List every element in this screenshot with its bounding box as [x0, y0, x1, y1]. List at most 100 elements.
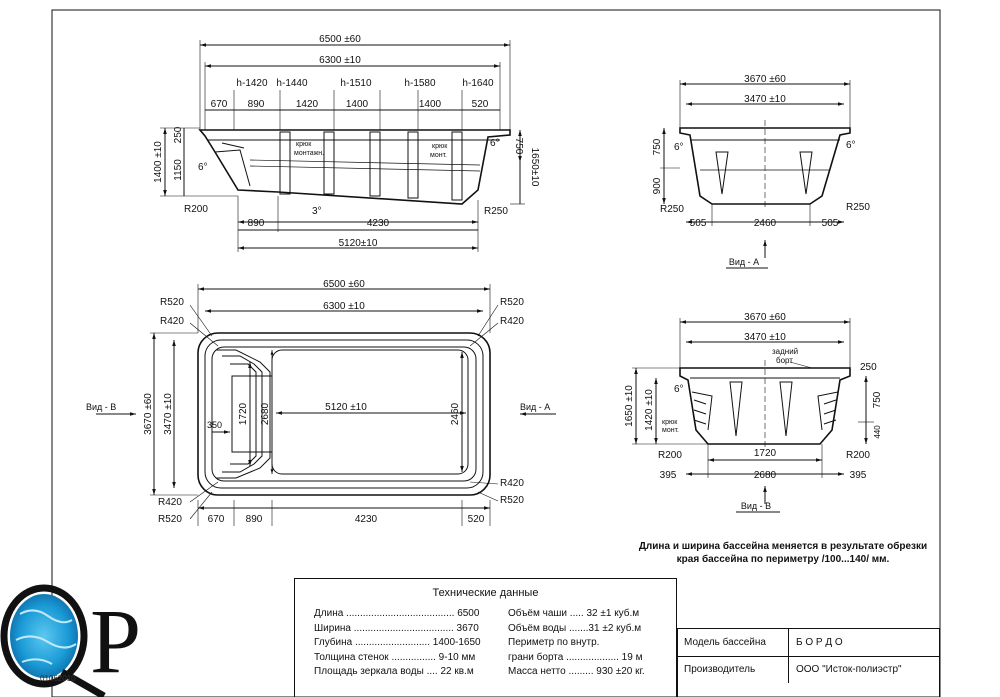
qp-logo-p: P	[90, 590, 141, 692]
plan-dim-350: 350	[207, 420, 222, 430]
view-b-hook-label-2: монт.	[662, 427, 679, 434]
plan-view	[96, 284, 556, 526]
view-b-angle: 6°	[674, 384, 684, 395]
view-a-height-lower: 900	[652, 177, 663, 194]
maker-row: Производитель ООО "Исток-полиэстр"	[678, 656, 939, 683]
side-angle-left: 6°	[198, 162, 208, 173]
plan-bottom-length: 5120 ±10	[325, 402, 367, 413]
side-radius-left: R200	[184, 204, 208, 215]
view-b-hook-label: крюк	[662, 419, 678, 426]
view-a-bottom-1: 505	[690, 218, 707, 229]
view-b-bottom-inner: 1720	[754, 448, 777, 459]
plan-width-outer: 3670 ±60	[143, 393, 154, 435]
plan-radius-bl-inner: R420	[158, 497, 182, 508]
specs-box: Технические данные Длина ...............…	[294, 578, 677, 697]
side-angle-right: 6°	[490, 138, 500, 149]
maker-label: Производитель	[684, 664, 756, 675]
view-b-caption: Вид - В	[741, 501, 771, 511]
side-depth-mark-5: h-1640	[462, 78, 494, 89]
view-a-overall: 3670 ±60	[744, 74, 786, 85]
side-depth-mark-2: h-1440	[276, 78, 308, 89]
side-hook-label-right-2: монт.	[430, 152, 447, 159]
side-right-total: 1650±10	[529, 148, 540, 187]
drawing-frame	[51, 9, 941, 697]
side-segment-2: 890	[248, 99, 265, 110]
plan-dim-2680: 2680	[260, 402, 271, 425]
view-b-radius-left: R200	[658, 450, 682, 461]
trim-note: Длина и ширина бассейна меняется в резул…	[638, 541, 928, 565]
plan-radius-br-inner: R420	[500, 478, 524, 489]
view-b-height-total: 1650 ±10	[624, 385, 635, 427]
plan-width-inner: 3470 ±10	[163, 393, 174, 435]
view-a-inner: 3470 ±10	[744, 94, 786, 105]
side-bottom-d3: 5120±10	[339, 238, 378, 249]
logo-code: 01062010	[40, 674, 76, 683]
view-b-overall: 3670 ±60	[744, 312, 786, 323]
plan-radius-br-outer: R520	[500, 495, 524, 506]
qp-logo-graphic: P	[0, 584, 141, 697]
view-b-rear-label: задний	[772, 347, 798, 356]
view-a	[660, 80, 851, 269]
side-bottom-d1: 890	[248, 218, 265, 229]
model-label: Модель бассейна	[684, 637, 766, 648]
view-b-rear-label-2: борт	[776, 356, 793, 365]
view-b-bottom-1: 395	[660, 470, 677, 481]
side-segment-6: 520	[472, 99, 489, 110]
view-b-height-mid: 1420 ±10	[644, 389, 655, 431]
side-overall-length: 6500 ±60	[319, 34, 361, 45]
side-left-total: 1400 ±10	[153, 141, 164, 183]
view-b-rim: 250	[860, 362, 877, 373]
view-a-caption: Вид - А	[729, 257, 759, 267]
maker-value: ООО "Исток-полиэстр"	[796, 664, 902, 675]
plan-dim-2460: 2460	[450, 402, 461, 425]
plan-view-a-label: Вид - А	[520, 402, 550, 412]
plan-radius-tl-inner: R420	[160, 316, 184, 327]
view-b-inner: 3470 ±10	[744, 332, 786, 343]
side-hook-label-left: крюк	[296, 141, 312, 148]
plan-dim-1720: 1720	[238, 402, 249, 425]
view-b-height-right-upper: 750	[872, 391, 883, 408]
plan-view-b-label: Вид - В	[86, 402, 116, 412]
model-row: Модель бассейна Б О Р Д О	[678, 629, 939, 657]
plan-radius-bl-outer: R520	[158, 514, 182, 525]
view-b	[632, 318, 874, 513]
view-a-angle-left: 6°	[674, 142, 684, 153]
view-b-height-right-lower: 440	[873, 425, 882, 439]
view-a-angle-right: 6°	[846, 140, 856, 151]
side-view	[160, 40, 525, 252]
side-depth-mark-1: h-1420	[236, 78, 268, 89]
view-a-bottom-2: 2460	[754, 218, 777, 229]
side-segment-5: 1400	[419, 99, 442, 110]
side-radius-right: R250	[484, 206, 508, 217]
plan-bottom-seg-3: 4230	[355, 514, 378, 525]
side-right-rim: 750	[513, 138, 524, 155]
side-hook-label-right: крюк	[432, 143, 448, 150]
plan-radius-tr-inner: R420	[500, 316, 524, 327]
title-block: Модель бассейна Б О Р Д О Производитель …	[677, 628, 940, 697]
side-segment-4: 1400	[346, 99, 369, 110]
specs-right-column: Объём чаши ..... 32 ±1 куб.м Объём воды …	[508, 608, 645, 677]
plan-overall-length: 6500 ±60	[323, 279, 365, 290]
model-value: Б О Р Д О	[796, 637, 843, 648]
side-segment-3: 1420	[296, 99, 319, 110]
plan-bottom-seg-1: 670	[208, 514, 225, 525]
plan-radius-tr-outer: R520	[500, 297, 524, 308]
plan-radius-tl-outer: R520	[160, 297, 184, 308]
side-segment-1: 670	[211, 99, 228, 110]
plan-bottom-seg-2: 890	[246, 514, 263, 525]
specs-title: Технические данные	[432, 587, 539, 599]
side-left-body: 1150	[173, 159, 184, 181]
view-b-radius-right: R200	[846, 450, 870, 461]
plan-rim-length: 6300 ±10	[323, 301, 365, 312]
view-a-radius-right: R250	[846, 202, 870, 213]
side-depth-mark-4: h-1580	[404, 78, 436, 89]
specs-left-column: Длина ..................................…	[314, 608, 481, 677]
view-a-height-upper: 750	[652, 138, 663, 155]
view-b-bottom-2: 2680	[754, 470, 777, 481]
view-a-bottom-3: 505	[822, 218, 839, 229]
view-a-radius-left: R250	[660, 204, 684, 215]
plan-bottom-seg-4: 520	[468, 514, 485, 525]
side-left-rim: 250	[173, 126, 184, 143]
side-depth-mark-3: h-1510	[340, 78, 372, 89]
